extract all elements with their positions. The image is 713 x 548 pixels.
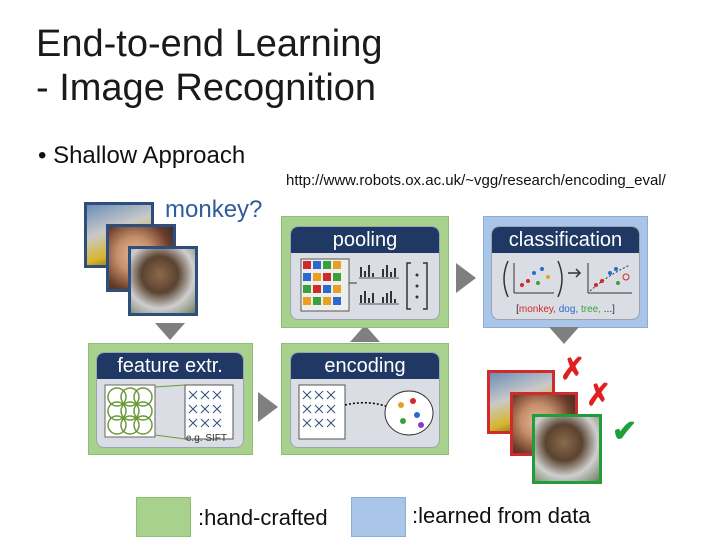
title-line-1: End-to-end Learning [36, 23, 383, 65]
feature-extraction-body: e.g. SIFT [97, 379, 243, 447]
result-photo-monkey [532, 414, 602, 484]
class-label-list: [monkey, dog, tree, ...] [492, 304, 639, 315]
sift-illustration-icon [104, 384, 234, 440]
input-photo-monkey [128, 246, 198, 316]
bullet-shallow-approach: • Shallow Approach [38, 142, 246, 169]
wrong-mark-icon: ✗ [560, 353, 586, 386]
feature-note: e.g. SIFT [185, 433, 227, 444]
slide-title: End-to-end Learning - Image Recognition [36, 22, 382, 110]
pooling-card: pooling [290, 226, 440, 320]
feature-extraction-card: feature extr. e.g. SIFT [96, 352, 244, 448]
legend-label-hand-crafted: :hand-crafted [198, 505, 328, 530]
wrong-mark-icon-2: ✗ [586, 379, 612, 412]
legend-label-learned: :learned from data [412, 503, 591, 528]
class-label-etc: ... [603, 304, 613, 315]
encoding-header: encoding [291, 353, 439, 379]
legend-swatch-learned [351, 497, 406, 537]
class-label-dog: dog, [558, 304, 581, 315]
classification-card: classification [monkey, dog, tree, ...] [491, 226, 640, 320]
arrow-encoding-to-pooling [350, 325, 380, 342]
arrow-classification-to-results [549, 327, 579, 344]
arrow-pooling-to-classification [456, 263, 476, 293]
pooling-illustration-icon [300, 258, 428, 312]
class-bracket-open: [ [516, 304, 519, 315]
classification-header: classification [492, 227, 639, 253]
encoding-body [291, 379, 439, 447]
pooling-header: pooling [291, 227, 439, 253]
classification-body: [monkey, dog, tree, ...] [492, 253, 639, 319]
pooling-body [291, 253, 439, 319]
arrow-photos-to-feature [155, 323, 185, 340]
class-label-monkey: monkey, [518, 304, 559, 315]
encoding-illustration-icon [298, 384, 434, 440]
classification-illustration-icon [503, 260, 632, 298]
feature-extraction-header: feature extr. [97, 353, 243, 379]
title-line-2: - Image Recognition [36, 67, 377, 109]
reference-url: http://www.robots.ox.ac.uk/~vgg/research… [286, 172, 666, 189]
query-label: monkey? [165, 196, 263, 223]
arrow-feature-to-encoding [258, 392, 278, 422]
class-label-tree: tree, [580, 304, 604, 315]
legend-swatch-hand-crafted [136, 497, 191, 537]
correct-mark-icon: ✔ [612, 415, 638, 448]
bullet-text: Shallow Approach [53, 142, 246, 169]
encoding-card: encoding [290, 352, 440, 448]
class-bracket-close: ] [612, 304, 615, 315]
